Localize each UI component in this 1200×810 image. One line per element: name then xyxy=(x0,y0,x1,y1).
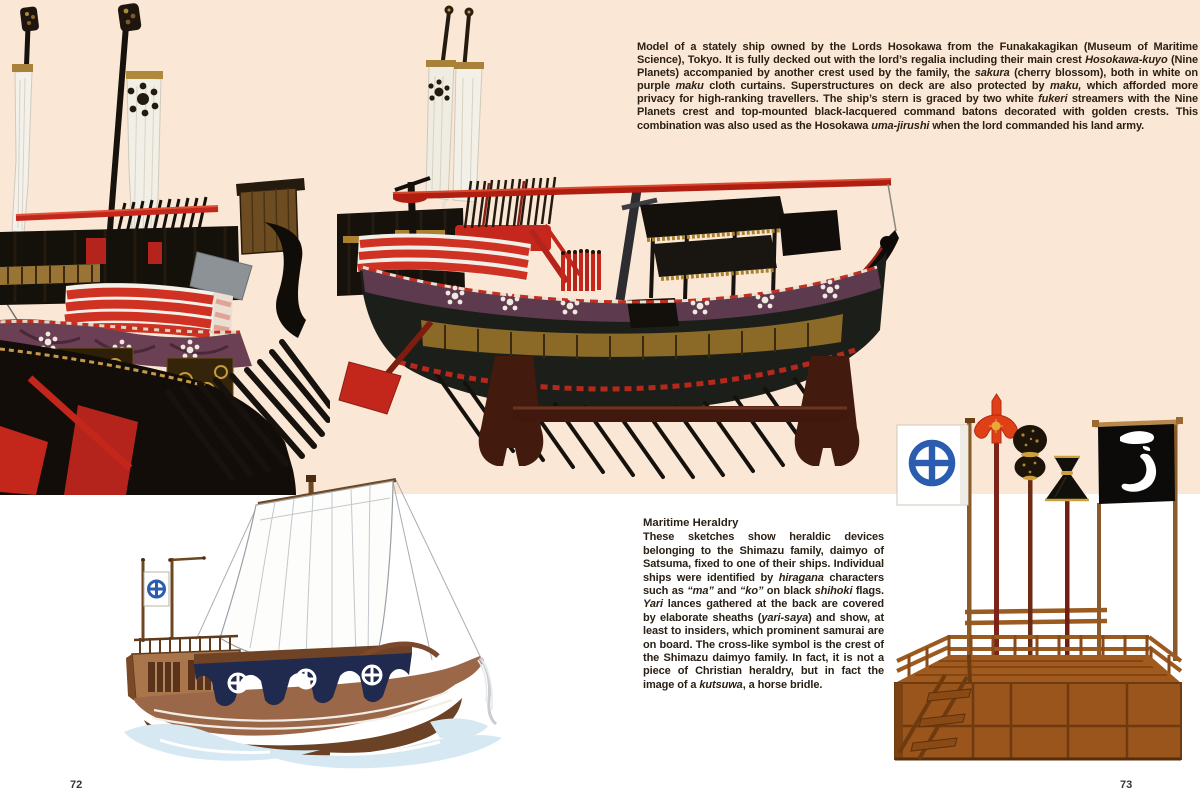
heraldic-devices-drawing xyxy=(894,393,1183,761)
stern-flag xyxy=(143,571,170,607)
side-photo-figure xyxy=(337,5,899,479)
rudder xyxy=(0,426,48,495)
hourglass-standard xyxy=(1045,455,1089,502)
kutsuwa-flag xyxy=(896,424,969,506)
roof-piece xyxy=(189,251,253,301)
page-number-right: 73 xyxy=(1120,779,1133,791)
striped-maku xyxy=(357,233,531,282)
spear-rack xyxy=(116,196,208,234)
red-yard xyxy=(15,205,219,221)
sword-standard xyxy=(974,393,1018,444)
bow-rope xyxy=(477,657,498,726)
sailing-ship-drawing xyxy=(124,475,502,769)
rudder xyxy=(338,320,434,415)
lance-bundle xyxy=(561,249,601,291)
stern-deck-structures xyxy=(0,226,240,305)
waves xyxy=(124,718,502,769)
fukeri-streamer-left xyxy=(11,64,33,234)
boarding-ladder xyxy=(897,654,972,761)
purple-maku xyxy=(361,265,881,328)
standard-poles xyxy=(965,418,1178,661)
rigging-lines xyxy=(195,479,481,661)
kutsuwa-crest-icon xyxy=(147,579,166,599)
stern-photo-figure xyxy=(0,3,330,495)
display-stand xyxy=(478,356,860,466)
crested-valance xyxy=(194,653,412,707)
kutsuwa-crest-icon xyxy=(908,439,956,487)
fukeri-streamers xyxy=(425,5,484,235)
sail xyxy=(219,480,394,664)
pole-crossbars xyxy=(964,607,1108,626)
shihoki-flag xyxy=(1092,417,1183,504)
stern-post xyxy=(264,222,306,338)
nine-planets-crest-icon xyxy=(127,82,159,117)
page-number-left: 72 xyxy=(70,779,83,791)
stern-castle xyxy=(126,556,241,703)
canopy xyxy=(640,196,841,303)
heraldry-title: Maritime Heraldry xyxy=(643,517,739,529)
ship-platform xyxy=(894,635,1183,761)
double-ball-standard xyxy=(1013,425,1047,481)
heraldry-section: Maritime Heraldry These sketches show he… xyxy=(643,517,884,692)
heraldry-paragraph: These sketches show heraldic devices bel… xyxy=(643,531,885,691)
hull xyxy=(360,252,887,412)
purple-maku-swag xyxy=(0,319,252,369)
hiragana-ko-glyph-icon xyxy=(1120,431,1157,492)
valance-crest-icons xyxy=(227,664,383,694)
gold-panels xyxy=(421,314,843,360)
red-yard xyxy=(392,178,892,203)
mast xyxy=(615,189,658,301)
caption-text: Model of a stately ship owned by the Lor… xyxy=(637,41,1198,132)
oars xyxy=(165,339,330,481)
